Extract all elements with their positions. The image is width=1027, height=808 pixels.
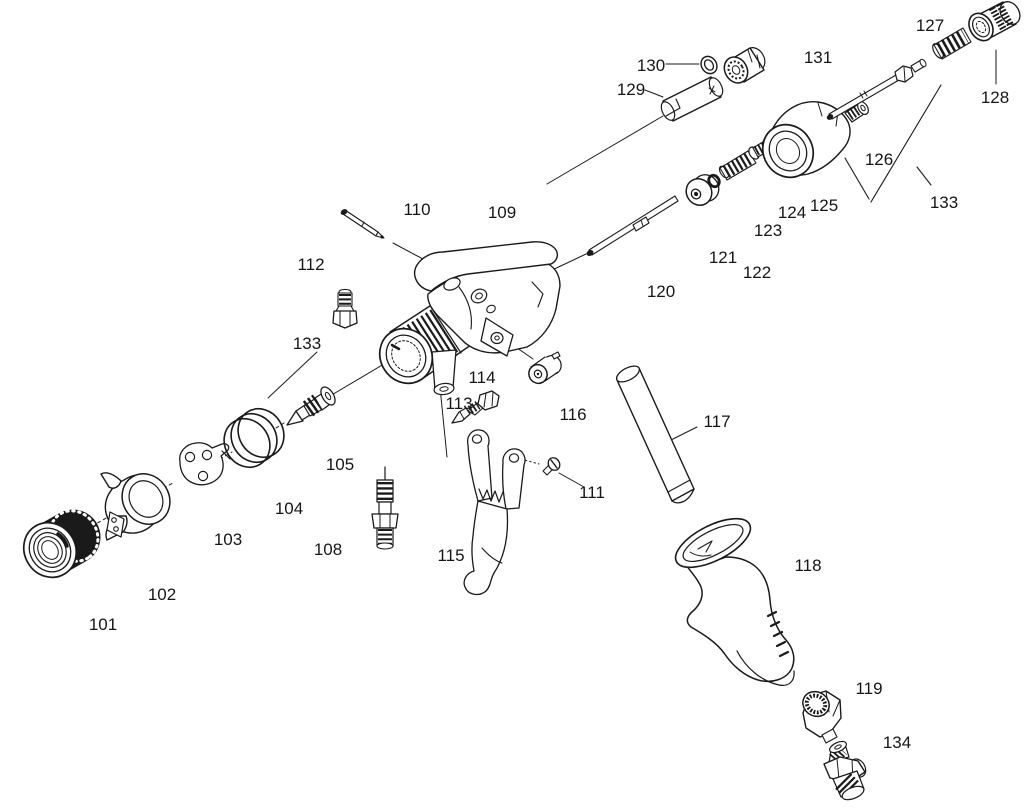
part-130-o-ring: [700, 55, 718, 75]
label-124: 124: [778, 203, 806, 222]
label-119: 119: [855, 679, 882, 698]
part-112-packing-nut: [332, 288, 358, 329]
trigger-lug: [480, 317, 514, 357]
label-103: 103: [214, 530, 242, 549]
label-134: 134: [883, 733, 911, 752]
label-129: 129: [617, 80, 645, 99]
part-109-gun-body: [378, 241, 561, 396]
part-123-valve-spring: [718, 150, 757, 181]
part-134-inlet-fitting: [823, 740, 867, 801]
part-131-packing-nut: [723, 47, 766, 84]
label-113: 113: [445, 394, 472, 413]
part-102-air-cap: [100, 472, 171, 541]
part-128-adjusting-knob: [968, 1, 1021, 42]
label-128: 128: [981, 88, 1009, 107]
part-129-valve-cam: [660, 76, 724, 122]
label-126: 126: [865, 150, 893, 169]
label-109: 109: [488, 203, 516, 222]
label-114: 114: [468, 368, 495, 387]
label-133-right: 133: [930, 193, 958, 212]
part-111-trigger-screw: [542, 457, 561, 476]
label-120: 120: [647, 282, 675, 301]
leader-lines: [91, 49, 997, 527]
part-110-trigger-pin: [340, 209, 385, 239]
part-131-valve-stem: [826, 58, 927, 120]
part-117-suction-tube: [615, 365, 695, 504]
part-120-fluid-needle: [586, 195, 679, 257]
label-112: 112: [297, 255, 324, 274]
part-105-fluid-nozzle: [286, 386, 336, 426]
label-130: 130: [637, 56, 665, 75]
label-108: 108: [314, 540, 342, 559]
label-105: 105: [326, 455, 354, 474]
grip-flange: [674, 517, 752, 569]
part-103-baffle-clip: [179, 442, 231, 486]
part-115-trigger: [463, 429, 526, 596]
label-111: 111: [579, 483, 605, 502]
label-125: 125: [810, 196, 838, 215]
label-117: 117: [703, 412, 730, 431]
part-122-o-ring: [707, 173, 721, 189]
part-labels: 101 102 103 104 105 108 109 110 111 112 …: [89, 16, 1009, 752]
part-118-handle-grip: [674, 517, 795, 686]
part-108-side-port-valve: [371, 466, 399, 550]
part-116-packing-gland: [528, 351, 562, 385]
label-121: 121: [709, 248, 737, 267]
part-127-valve-spring: [932, 27, 972, 60]
part-119-swivel-nut: [802, 690, 842, 744]
part-104-nozzle-spring: [223, 408, 285, 468]
label-133-left: 133: [293, 334, 321, 353]
grip-logo-marks: [766, 610, 790, 658]
label-101: 101: [89, 615, 117, 634]
label-110: 110: [403, 200, 430, 219]
part-101-air-cap-ring: [22, 509, 101, 579]
part-121-packing-washer: [685, 174, 720, 206]
grip-body: [680, 556, 795, 683]
label-116: 116: [559, 405, 586, 424]
label-118: 118: [794, 556, 821, 575]
label-127: 127: [916, 16, 944, 35]
label-115: 115: [437, 546, 464, 565]
label-123: 123: [754, 221, 782, 240]
label-104: 104: [275, 499, 303, 518]
assembly-brackets: [844, 84, 942, 203]
label-102: 102: [148, 585, 176, 604]
label-122: 122: [743, 263, 771, 282]
part-125-valve-housing: [761, 101, 869, 179]
part-114-hex-plug: [467, 390, 500, 416]
label-131: 131: [804, 48, 832, 67]
